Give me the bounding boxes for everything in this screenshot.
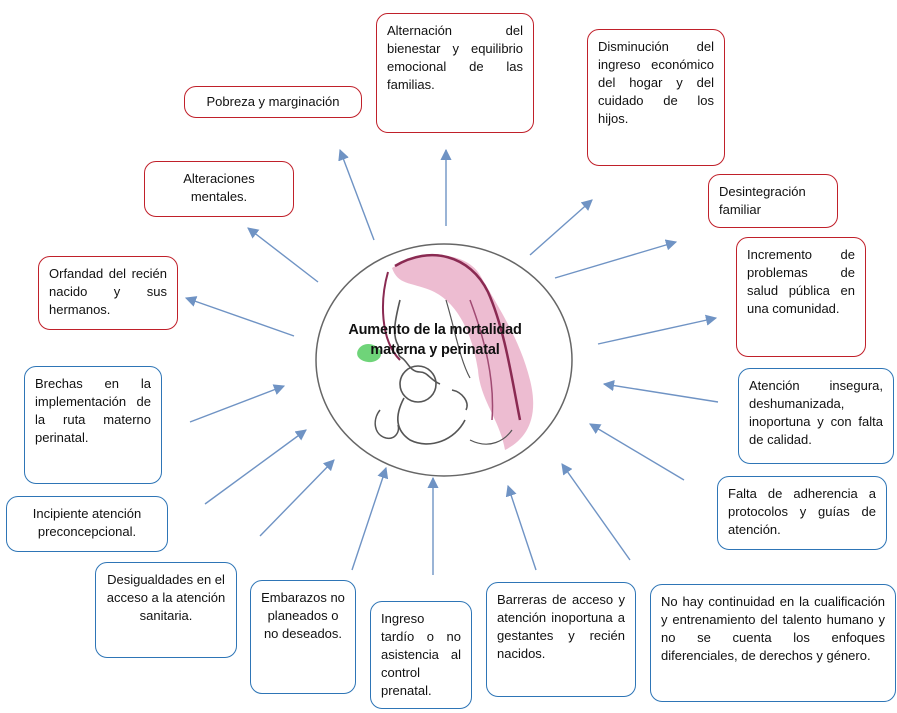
box-barreras: Barreras de acceso y atención inoportuna… xyxy=(486,582,636,697)
box-orfandad: Orfandad del recién nacido y sus hermano… xyxy=(38,256,178,330)
box-atencion-insegura: Atención insegura, deshumanizada, inopor… xyxy=(738,368,894,464)
arrow-to-disminucion xyxy=(529,199,593,256)
arrow-to-incremento xyxy=(597,314,718,345)
center-title: Aumento de la mortalidad materna y perin… xyxy=(348,322,522,358)
box-alternacion: Alternación del bienestar y equilibrio e… xyxy=(376,13,534,133)
box-alteraciones: Alteraciones mentales. xyxy=(144,161,294,217)
arrow-from-incipiente xyxy=(204,429,307,505)
arrow-from-atencion-insegura xyxy=(602,380,719,403)
box-incipiente: Incipiente atención preconcepcional. xyxy=(6,496,168,552)
center-illustration xyxy=(315,243,573,477)
arrow-to-pobreza xyxy=(338,148,375,241)
box-disminucion: Disminución del ingreso económico del ho… xyxy=(587,29,725,166)
arrow-from-barreras xyxy=(505,484,537,571)
arrow-from-brechas xyxy=(189,384,286,423)
box-ingreso-tardio: Ingreso tardío o no asistencia al contro… xyxy=(370,601,472,709)
box-incremento: Incremento de problemas de salud pública… xyxy=(736,237,866,357)
box-desigualdades: Desigualdades en el acceso a la atención… xyxy=(95,562,237,658)
box-brechas: Brechas en la implementación de la ruta … xyxy=(24,366,162,484)
arrow-from-continuidad xyxy=(561,463,631,561)
box-pobreza: Pobreza y marginación xyxy=(184,86,362,118)
arrow-from-embarazos xyxy=(351,466,389,571)
box-falta-adherencia: Falta de adherencia a protocolos y guías… xyxy=(717,476,887,550)
arrow-from-falta-adherencia xyxy=(589,423,685,481)
box-continuidad: No hay continuidad en la cualificación y… xyxy=(650,584,896,702)
arrow-to-alteraciones xyxy=(247,227,319,283)
arrow-to-orfandad xyxy=(184,296,295,337)
arrow-to-desintegracion xyxy=(554,239,678,279)
box-desintegracion: Desintegración familiar xyxy=(708,174,838,228)
arrow-from-desigualdades xyxy=(259,459,335,537)
box-embarazos: Embarazos no planeados o no deseados. xyxy=(250,580,356,694)
arrows xyxy=(184,148,719,575)
